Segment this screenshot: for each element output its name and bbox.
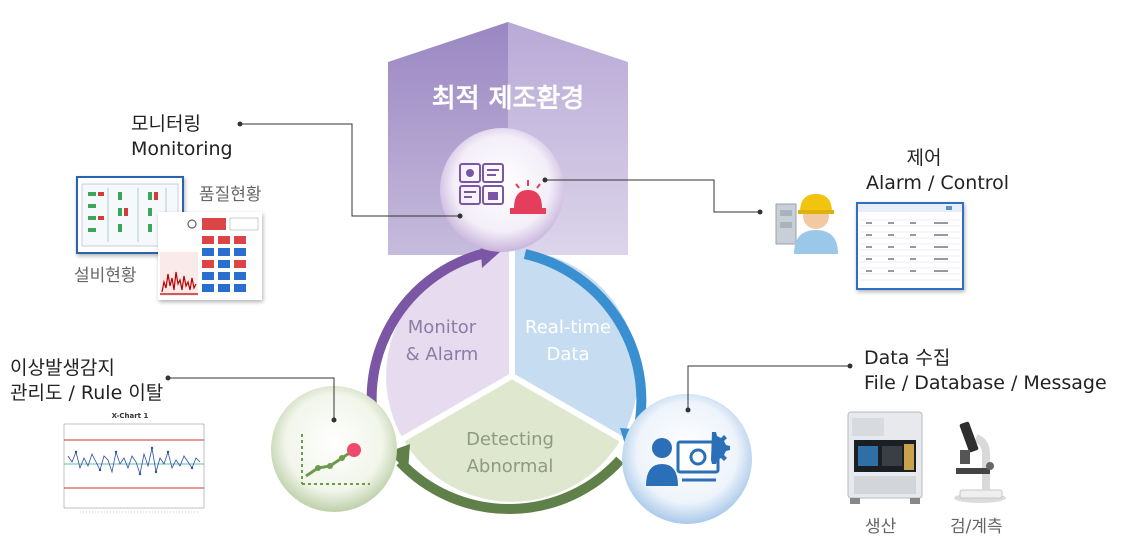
data-collection-line2: File / Database / Message [864, 372, 1107, 394]
segment-realtime-line2: Data [546, 344, 590, 365]
quality-dashboard-icon [158, 212, 262, 300]
control-chart-title: X-Chart 1 [111, 412, 149, 420]
control-chart-thumbnail: X-Chart 1 [50, 412, 210, 520]
data-collection-label: Data 수집 File / Database / Message [864, 346, 1107, 396]
monitoring-title-en: Monitoring [131, 138, 233, 160]
control-title-ko: 제어 [906, 147, 942, 169]
segment-detecting-line2: Abnormal [466, 456, 554, 477]
operator-monitor-icon [646, 432, 730, 486]
worker-icon [775, 194, 838, 254]
segment-monitor-label: Monitor & Alarm [392, 314, 492, 368]
equipment-status-label: 설비현황 [74, 266, 137, 286]
inspection-label: 검/계측 [950, 517, 1003, 537]
segment-detecting-line1: Detecting [466, 429, 554, 450]
control-title-en: Alarm / Control [866, 172, 1010, 194]
anomaly-label: 이상발생감지 관리도 / Rule 이탈 [10, 356, 163, 406]
alarm-control-screenshot [856, 202, 964, 290]
quality-status-label: 품질현황 [199, 185, 262, 205]
production-machine-icon [847, 411, 923, 504]
trend-chart-icon [301, 434, 370, 485]
segment-realtime-label: Real-time Data [514, 314, 622, 368]
control-chart-graphic [63, 423, 205, 513]
data-collection-line1: Data 수집 [864, 347, 951, 369]
dashboard-alarm-icon [459, 163, 546, 214]
alarm-table-icon [858, 204, 962, 281]
anomaly-line2: 관리도 / Rule 이탈 [10, 382, 164, 404]
segment-monitor-line2: & Alarm [405, 344, 479, 365]
microscope-icon [954, 421, 1006, 503]
anomaly-line1: 이상발생감지 [10, 357, 115, 379]
monitoring-label: 모니터링 Monitoring [131, 112, 233, 162]
segment-detecting-label: Detecting Abnormal [452, 426, 568, 480]
segment-monitor-line1: Monitor [407, 317, 477, 338]
production-label: 생산 [865, 517, 897, 537]
segment-realtime-line1: Real-time [525, 317, 611, 338]
quality-status-screenshot [158, 212, 262, 300]
control-label: 제어 Alarm / Control [864, 146, 1024, 196]
banner-title: 최적 제조환경 [431, 84, 585, 114]
monitoring-title-ko: 모니터링 [131, 113, 201, 135]
